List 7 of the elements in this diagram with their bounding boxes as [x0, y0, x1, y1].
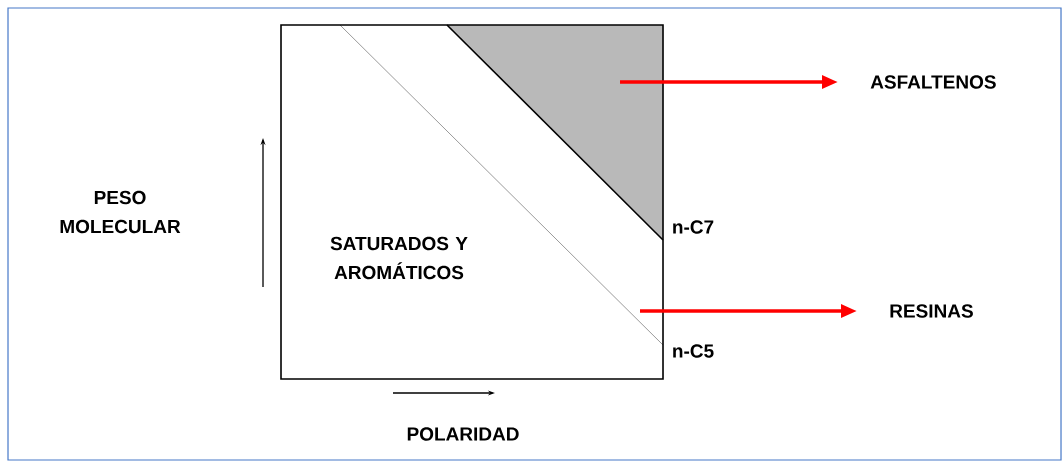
region-label: SATURADOS Y AROMÁTICOS [330, 236, 468, 280]
category-label: ASFALTENOS [870, 75, 996, 89]
axis-label: POLARIDAD [407, 427, 519, 441]
boundary-label: n-C5 [673, 344, 714, 358]
axis-label: PESO MOLECULAR [60, 190, 181, 234]
boundary-label: n-C7 [673, 220, 714, 234]
category-label: RESINAS [890, 304, 973, 318]
